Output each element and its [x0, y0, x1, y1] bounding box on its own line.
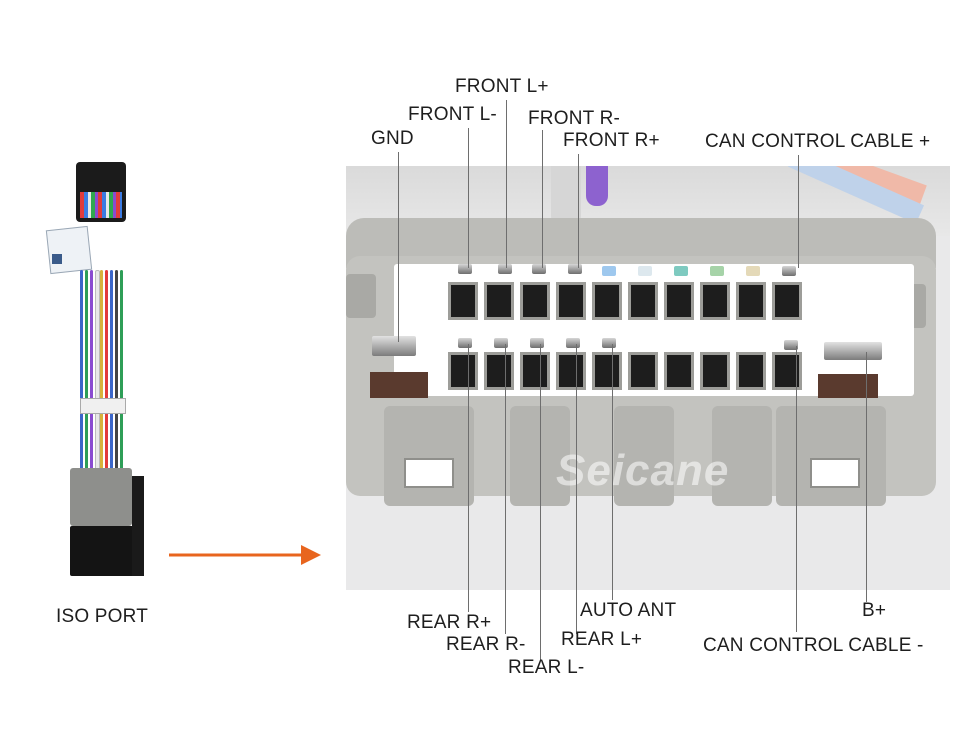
pin-can-plus	[782, 266, 796, 276]
leader-auto-ant	[612, 344, 613, 600]
gnd-housing	[370, 372, 428, 398]
pin-hole	[628, 352, 658, 390]
leader-gnd	[398, 152, 399, 342]
pin-front-l-minus	[458, 264, 472, 274]
arrow-icon	[165, 540, 325, 570]
label-rear-l-minus: REAR L-	[508, 657, 584, 679]
leader-rear-r-plus	[468, 344, 469, 612]
harness-sticker-logo	[52, 254, 62, 264]
pin-hole	[556, 352, 586, 390]
pin-rear-l-minus	[530, 338, 544, 348]
pin-hole	[448, 352, 478, 390]
pin-hole	[592, 282, 622, 320]
leader-rear-l-minus	[540, 344, 541, 660]
pin-green	[710, 266, 724, 276]
leader-front-l-minus	[468, 128, 469, 268]
pin-rear-l-plus	[566, 338, 580, 348]
pin-hole	[772, 282, 802, 320]
pin-front-l-plus	[498, 264, 512, 274]
label-can-control-plus: CAN CONTROL CABLE +	[705, 131, 930, 153]
pin-hole	[448, 282, 478, 320]
label-auto-ant: AUTO ANT	[580, 600, 676, 622]
iso-port-label: ISO PORT	[56, 606, 148, 628]
connector-photo: Seicane	[346, 166, 950, 590]
harness-top-plug-wires	[80, 192, 122, 218]
iso-harness	[40, 150, 160, 590]
harness-sticker	[46, 226, 92, 274]
harness-wire	[120, 270, 123, 470]
pin-hole	[736, 282, 766, 320]
pin-hole	[520, 352, 550, 390]
iso-connector-side	[132, 476, 144, 576]
pin-hole	[520, 282, 550, 320]
pin-hole	[772, 352, 802, 390]
leader-can-minus	[796, 346, 797, 632]
harness-wire	[85, 270, 88, 470]
harness-wire	[100, 270, 103, 470]
pin-blue	[602, 266, 616, 276]
pin-hole	[736, 352, 766, 390]
left-tab	[346, 274, 376, 318]
gnd-terminal	[372, 336, 416, 356]
leader-front-r-minus	[542, 130, 543, 268]
leader-front-r-plus	[578, 154, 579, 268]
leader-front-l-plus	[506, 100, 507, 268]
pin-white	[638, 266, 652, 276]
label-gnd: GND	[371, 128, 414, 150]
pin-hole	[484, 282, 514, 320]
label-front-r-plus: FRONT R+	[563, 130, 660, 152]
leader-can-plus	[798, 155, 799, 268]
label-front-l-minus: FRONT L-	[408, 104, 497, 126]
label-rear-r-minus: REAR R-	[446, 634, 526, 656]
label-front-l-plus: FRONT L+	[455, 76, 549, 98]
pin-auto-ant	[602, 338, 616, 348]
pin-hole	[556, 282, 586, 320]
leader-b-plus	[866, 352, 867, 602]
label-rear-r-plus: REAR R+	[407, 612, 491, 634]
pin-hole	[700, 282, 730, 320]
harness-wire	[110, 270, 113, 470]
leader-rear-l-plus	[576, 344, 577, 634]
pin-hole	[628, 282, 658, 320]
label-can-control-minus: CAN CONTROL CABLE -	[703, 635, 924, 657]
harness-wire	[105, 270, 108, 470]
lock-slot	[810, 458, 860, 488]
bplus-terminal	[824, 342, 882, 360]
pin-hole	[664, 282, 694, 320]
top-wire	[586, 166, 608, 206]
pin-front-r-minus	[532, 264, 546, 274]
lock-tab	[384, 406, 474, 506]
lock-tab	[776, 406, 886, 506]
pin-hole	[484, 352, 514, 390]
pin-rear-r-plus	[458, 338, 472, 348]
leader-rear-r-minus	[505, 344, 506, 634]
watermark: Seicane	[556, 446, 729, 496]
pin-teal	[674, 266, 688, 276]
pin-hole	[592, 352, 622, 390]
pin-hole	[664, 352, 694, 390]
label-rear-l-plus: REAR L+	[561, 629, 642, 651]
harness-wire	[115, 270, 118, 470]
pin-hole	[700, 352, 730, 390]
top-wire	[551, 166, 581, 226]
label-front-r-minus: FRONT R-	[528, 108, 620, 130]
harness-wire	[90, 270, 93, 470]
harness-tag	[80, 398, 126, 414]
lock-slot	[404, 458, 454, 488]
harness-wire	[80, 270, 83, 470]
bplus-housing	[818, 374, 878, 398]
pin-beige	[746, 266, 760, 276]
pin-front-r-plus	[568, 264, 582, 274]
label-b-plus: B+	[862, 600, 886, 622]
iso-connector-gray	[70, 468, 132, 526]
